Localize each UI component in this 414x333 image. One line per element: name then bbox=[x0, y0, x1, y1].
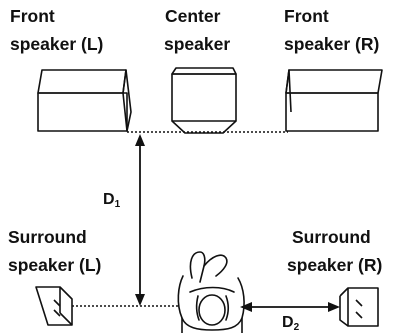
d1-dimension-arrow bbox=[135, 134, 145, 306]
d2-dimension-arrow bbox=[240, 302, 340, 312]
label-center-line2: speaker bbox=[164, 34, 230, 54]
label-center: Center speaker bbox=[164, 6, 230, 54]
label-surround-left: Surround speaker (L) bbox=[8, 227, 101, 275]
label-surround-left-line2: speaker (L) bbox=[8, 255, 101, 275]
d1-label: D1 bbox=[103, 191, 121, 210]
label-center-line1: Center bbox=[165, 6, 221, 26]
label-surround-right-line1: Surround bbox=[292, 227, 371, 247]
front-right-speaker-icon bbox=[285, 69, 383, 132]
surround-right-speaker-icon bbox=[339, 287, 379, 327]
label-front-right-line2: speaker (R) bbox=[284, 34, 379, 54]
label-front-left: Front speaker (L) bbox=[10, 6, 103, 54]
label-front-left-line1: Front bbox=[10, 6, 55, 26]
listener-icon bbox=[177, 251, 245, 333]
label-front-right: Front speaker (R) bbox=[284, 6, 379, 54]
label-surround-right: Surround speaker (R) bbox=[287, 227, 382, 275]
label-surround-right-line2: speaker (R) bbox=[287, 255, 382, 275]
center-speaker-icon bbox=[171, 67, 237, 134]
surround-left-speaker-icon bbox=[35, 286, 73, 326]
label-surround-left-line1: Surround bbox=[8, 227, 87, 247]
front-left-speaker-icon bbox=[37, 69, 132, 132]
d2-label: D2 bbox=[282, 314, 300, 333]
label-front-right-line1: Front bbox=[284, 6, 329, 26]
label-front-left-line2: speaker (L) bbox=[10, 34, 103, 54]
